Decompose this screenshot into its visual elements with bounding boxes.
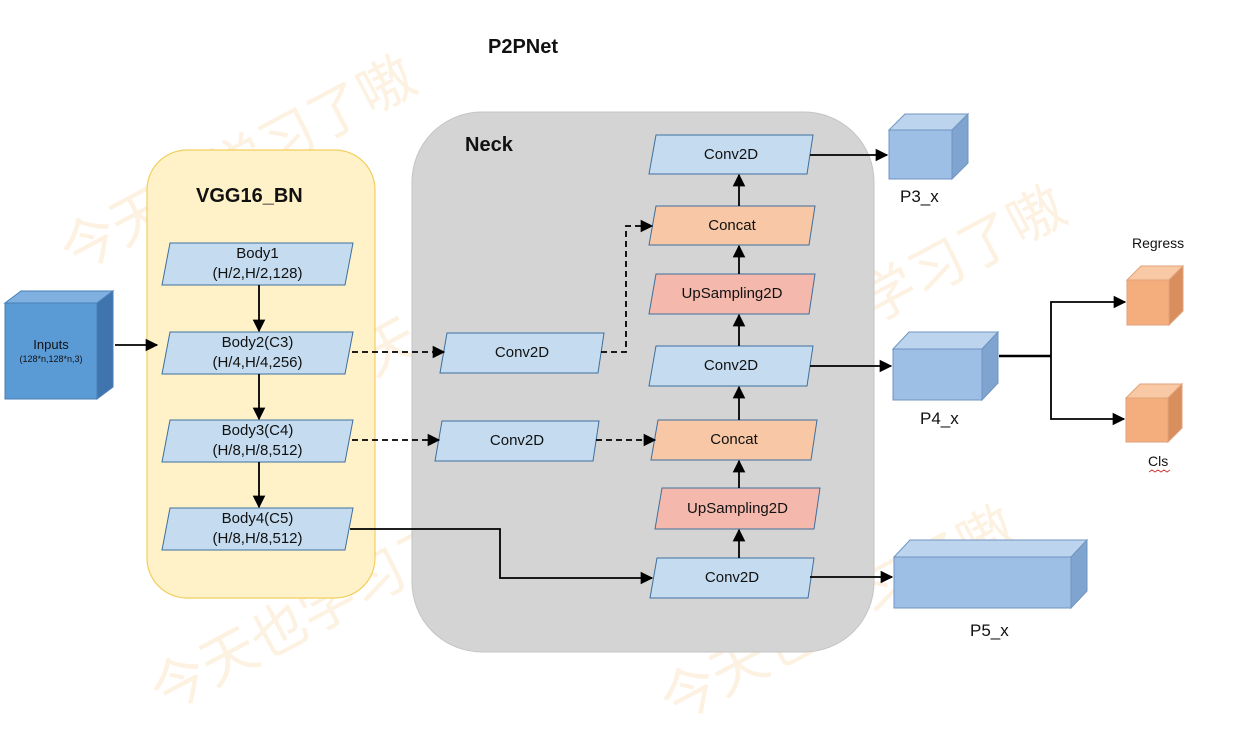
body2-shape [161, 331, 354, 375]
diagram-title: P2PNet [488, 36, 559, 58]
input-cube [3, 290, 115, 400]
p3-label: P3_x [900, 187, 939, 206]
body1-block: Body1 (H/2,H/2,128) [162, 243, 353, 285]
arrow-p4-regress [1050, 295, 1127, 356]
body1-shape-text: (H/2,H/2,128) [212, 265, 303, 282]
arrow-p4-cls [1050, 356, 1126, 426]
concat-top-node: Concat [708, 216, 756, 234]
body4-block: Body4(C5) (H/8,H/8,512) [162, 508, 353, 550]
body1-shape [161, 242, 354, 286]
regress-label: Regress [1132, 235, 1185, 251]
body2-shape-text: (H/4,H/4,256) [212, 354, 303, 371]
cls-cube [1124, 382, 1184, 444]
arrow-conv-c3-concat-top [601, 219, 654, 353]
body2-name: Body2(C3) [221, 334, 294, 351]
diagram-svg [3, 111, 1185, 653]
input-shape: (128*n,128*n,3) [19, 354, 83, 364]
p3-cube [887, 112, 970, 181]
conv-p4-node: Conv2D [703, 357, 759, 374]
neck-title: Neck [465, 134, 513, 156]
backbone-title: VGG16_BN [196, 185, 303, 207]
conv-p5-node: Conv2D [704, 569, 760, 586]
upsample-mid-node: UpSampling2D [687, 499, 788, 517]
body3-shape-text: (H/8,H/8,512) [212, 442, 303, 459]
regress-cube [1125, 264, 1185, 327]
conv-p3-shape [648, 134, 814, 175]
conv-c3-node: Conv2D [494, 344, 550, 361]
conv-p4-shape [648, 345, 814, 387]
body3-name: Body3(C4) [221, 422, 294, 439]
body3-block: Body3(C4) (H/8,H/8,512) [162, 420, 353, 462]
p5-label: P5_x [970, 621, 1009, 640]
conv-c4-shape [434, 420, 600, 462]
upsample-top-node: UpSampling2D [681, 285, 783, 302]
body4-shape-text: (H/8,H/8,512) [212, 530, 303, 547]
conv-c4-node: Conv2D [489, 432, 545, 449]
upsample-mid-shape [654, 487, 821, 530]
input-name: Inputs [33, 337, 69, 352]
p5-cube [892, 538, 1089, 610]
input-label: Inputs (128*n,128*n,3) [5, 303, 97, 399]
body4-shape [161, 507, 354, 551]
conv-p3-node: Conv2D [703, 145, 759, 163]
conv-p5-shape [649, 557, 815, 599]
p4-cube [891, 330, 1000, 402]
body1-name: Body1 [236, 245, 279, 262]
conv-c3-shape [439, 332, 605, 374]
p4-label: P4_x [920, 409, 959, 428]
spellcheck-squiggle [1148, 469, 1171, 473]
concat-mid-shape [650, 419, 818, 461]
upsample-top-shape [648, 273, 816, 315]
diagram-canvas: 今天也学习了嗷 今天也学习了嗷 今天也学习了嗷 今天也学习了嗷 今天也学习了嗷 [3, 36, 1185, 736]
body4-name: Body4(C5) [221, 510, 294, 527]
cls-label: Cls [1148, 453, 1169, 469]
arrow-body4-conv-p5 [350, 528, 654, 585]
body3-shape [161, 419, 354, 463]
body2-block: Body2(C3) (H/4,H/4,256) [162, 332, 353, 374]
concat-mid-node: Concat [710, 431, 758, 448]
